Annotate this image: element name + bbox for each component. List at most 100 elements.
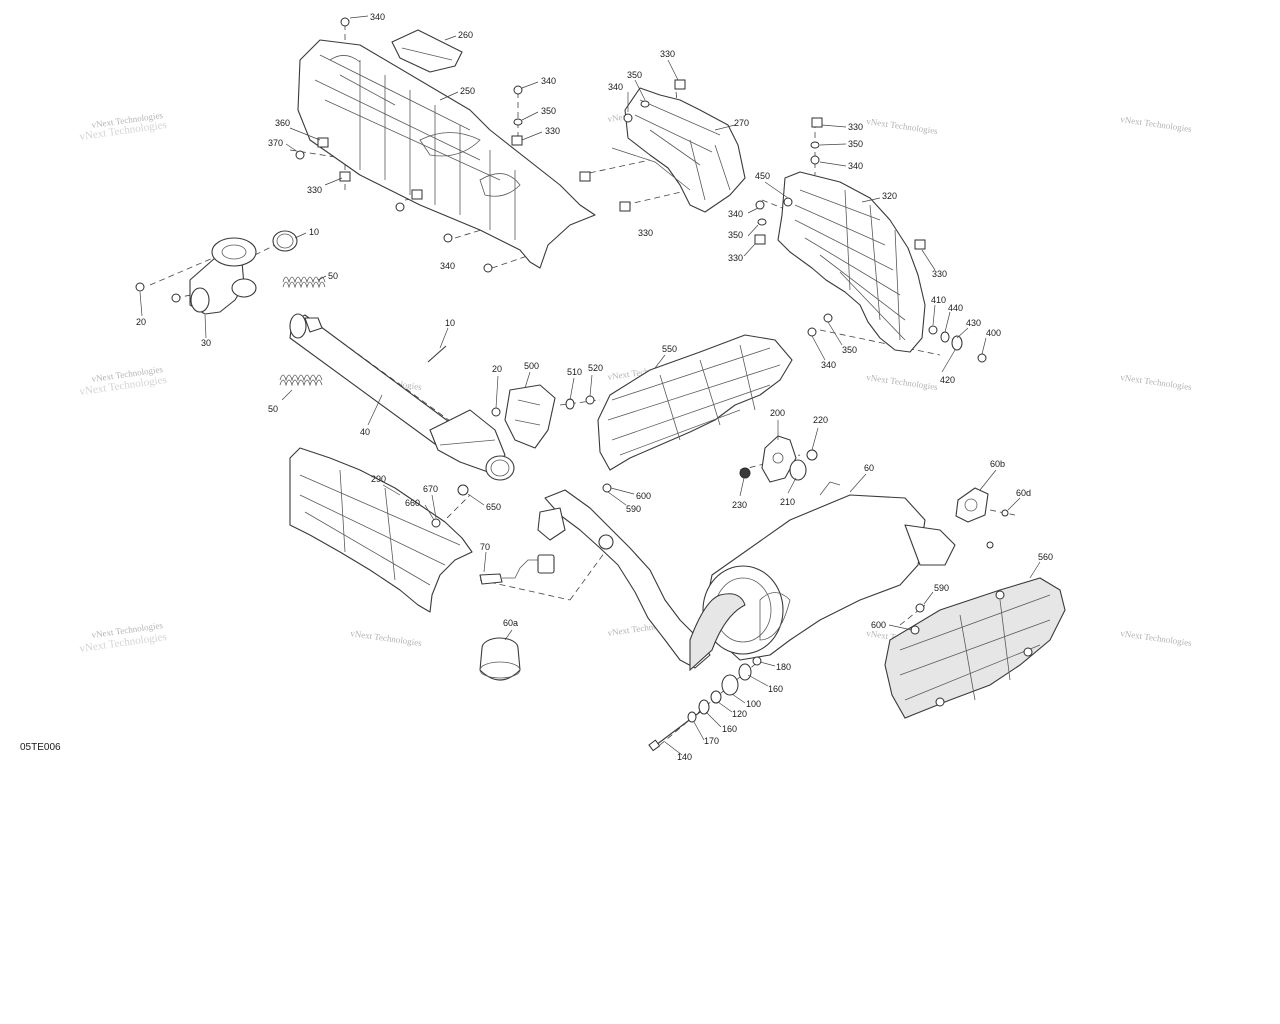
callout-330: 330 xyxy=(545,126,560,136)
muffler-60 xyxy=(689,481,956,672)
callout-50: 50 xyxy=(268,404,278,414)
callout-350: 350 xyxy=(627,70,642,80)
callout-500: 500 xyxy=(524,361,539,371)
callout-220: 220 xyxy=(813,415,828,425)
callout-340: 340 xyxy=(440,261,455,271)
callout-50: 50 xyxy=(328,271,338,281)
callout-340: 340 xyxy=(848,161,863,171)
callout-600: 600 xyxy=(636,491,651,501)
callout-560: 560 xyxy=(1038,552,1053,562)
callout-30: 30 xyxy=(201,338,211,348)
leader-lines xyxy=(139,15,1041,756)
callout-660: 660 xyxy=(405,498,420,508)
callout-100: 100 xyxy=(746,699,761,709)
callout-440: 440 xyxy=(948,303,963,313)
callout-10: 10 xyxy=(445,318,455,328)
callout-590: 590 xyxy=(626,504,641,514)
callout-60b: 60b xyxy=(990,459,1005,469)
washer-160-upper xyxy=(738,663,752,681)
callout-510: 510 xyxy=(567,367,582,377)
callout-20: 20 xyxy=(136,317,146,327)
callout-340: 340 xyxy=(370,12,385,22)
callout-370: 370 xyxy=(268,138,283,148)
figure-id: 05TE006 xyxy=(20,742,61,753)
callout-340: 340 xyxy=(608,82,623,92)
heat-shield-320 xyxy=(777,171,926,353)
callout-330: 330 xyxy=(728,253,743,263)
watermark: vNext Technologies xyxy=(866,372,939,392)
callout-450: 450 xyxy=(755,171,770,181)
callout-160: 160 xyxy=(768,684,783,694)
heat-shield-550 xyxy=(597,334,793,471)
callout-340: 340 xyxy=(541,76,556,86)
callout-400: 400 xyxy=(986,328,1001,338)
heat-shield-560 xyxy=(884,577,1066,719)
heat-shield-290 xyxy=(289,447,473,613)
callout-430: 430 xyxy=(966,318,981,328)
callout-350: 350 xyxy=(848,139,863,149)
callout-60: 60 xyxy=(864,463,874,473)
gasket-10 xyxy=(272,230,298,252)
exhaust-elbow-30 xyxy=(189,237,257,315)
callout-290: 290 xyxy=(371,474,386,484)
callout-labels: 340 260 250 340 350 330 360 370 330 340 … xyxy=(136,12,1053,762)
callout-230: 230 xyxy=(732,500,747,510)
spacer-120 xyxy=(710,690,722,704)
callout-550: 550 xyxy=(662,344,677,354)
callout-330: 330 xyxy=(638,228,653,238)
callout-170: 170 xyxy=(704,736,719,746)
callout-320: 320 xyxy=(882,191,897,201)
grommet-210 xyxy=(789,459,807,481)
nut-230 xyxy=(739,467,751,479)
callout-360: 360 xyxy=(275,118,290,128)
callout-140: 140 xyxy=(677,752,692,762)
flange-60b xyxy=(955,487,989,523)
grommet-100 xyxy=(721,674,739,696)
callout-590: 590 xyxy=(934,583,949,593)
springs-50-lower xyxy=(279,374,323,387)
watermark: vNext Technologies xyxy=(1120,628,1193,648)
callout-330: 330 xyxy=(307,185,322,195)
callout-650: 650 xyxy=(486,502,501,512)
callout-350: 350 xyxy=(842,345,857,355)
callout-70: 70 xyxy=(480,542,490,552)
callout-330: 330 xyxy=(660,49,675,59)
callout-600: 600 xyxy=(871,620,886,630)
sleeve-60a xyxy=(479,637,521,681)
callout-10: 10 xyxy=(309,227,319,237)
watermark: vNext Technologies xyxy=(866,116,939,136)
callout-60a: 60a xyxy=(503,618,518,628)
callout-420: 420 xyxy=(940,375,955,385)
bracket-500 xyxy=(504,384,556,449)
nut-220 xyxy=(806,449,818,461)
nut-180 xyxy=(752,656,762,666)
callout-340: 340 xyxy=(821,360,836,370)
callout-270: 270 xyxy=(734,118,749,128)
callout-180: 180 xyxy=(776,662,791,672)
small-hardware xyxy=(135,17,1009,635)
washer-170 xyxy=(687,711,697,723)
plate-260 xyxy=(391,29,463,73)
callout-200: 200 xyxy=(770,408,785,418)
callout-340: 340 xyxy=(728,209,743,219)
mid-pipe xyxy=(537,489,711,669)
callout-160: 160 xyxy=(722,724,737,734)
heat-shield-250 xyxy=(297,39,596,269)
callout-410: 410 xyxy=(931,295,946,305)
pin-10 xyxy=(427,345,447,363)
callout-260: 260 xyxy=(458,30,473,40)
sensor-70 xyxy=(479,554,555,585)
callout-330: 330 xyxy=(848,122,863,132)
heat-shield-270 xyxy=(611,87,746,213)
callout-120: 120 xyxy=(732,709,747,719)
callout-60d: 60d xyxy=(1016,488,1031,498)
callout-210: 210 xyxy=(780,497,795,507)
callout-670: 670 xyxy=(423,484,438,494)
watermark: vNext Technologies xyxy=(1120,372,1193,392)
springs-50-upper xyxy=(282,276,326,289)
header-pipe-40 xyxy=(289,313,515,481)
washer-160-lower xyxy=(698,699,710,715)
callout-330: 330 xyxy=(932,269,947,279)
watermark: vNext Technologies xyxy=(350,628,423,648)
